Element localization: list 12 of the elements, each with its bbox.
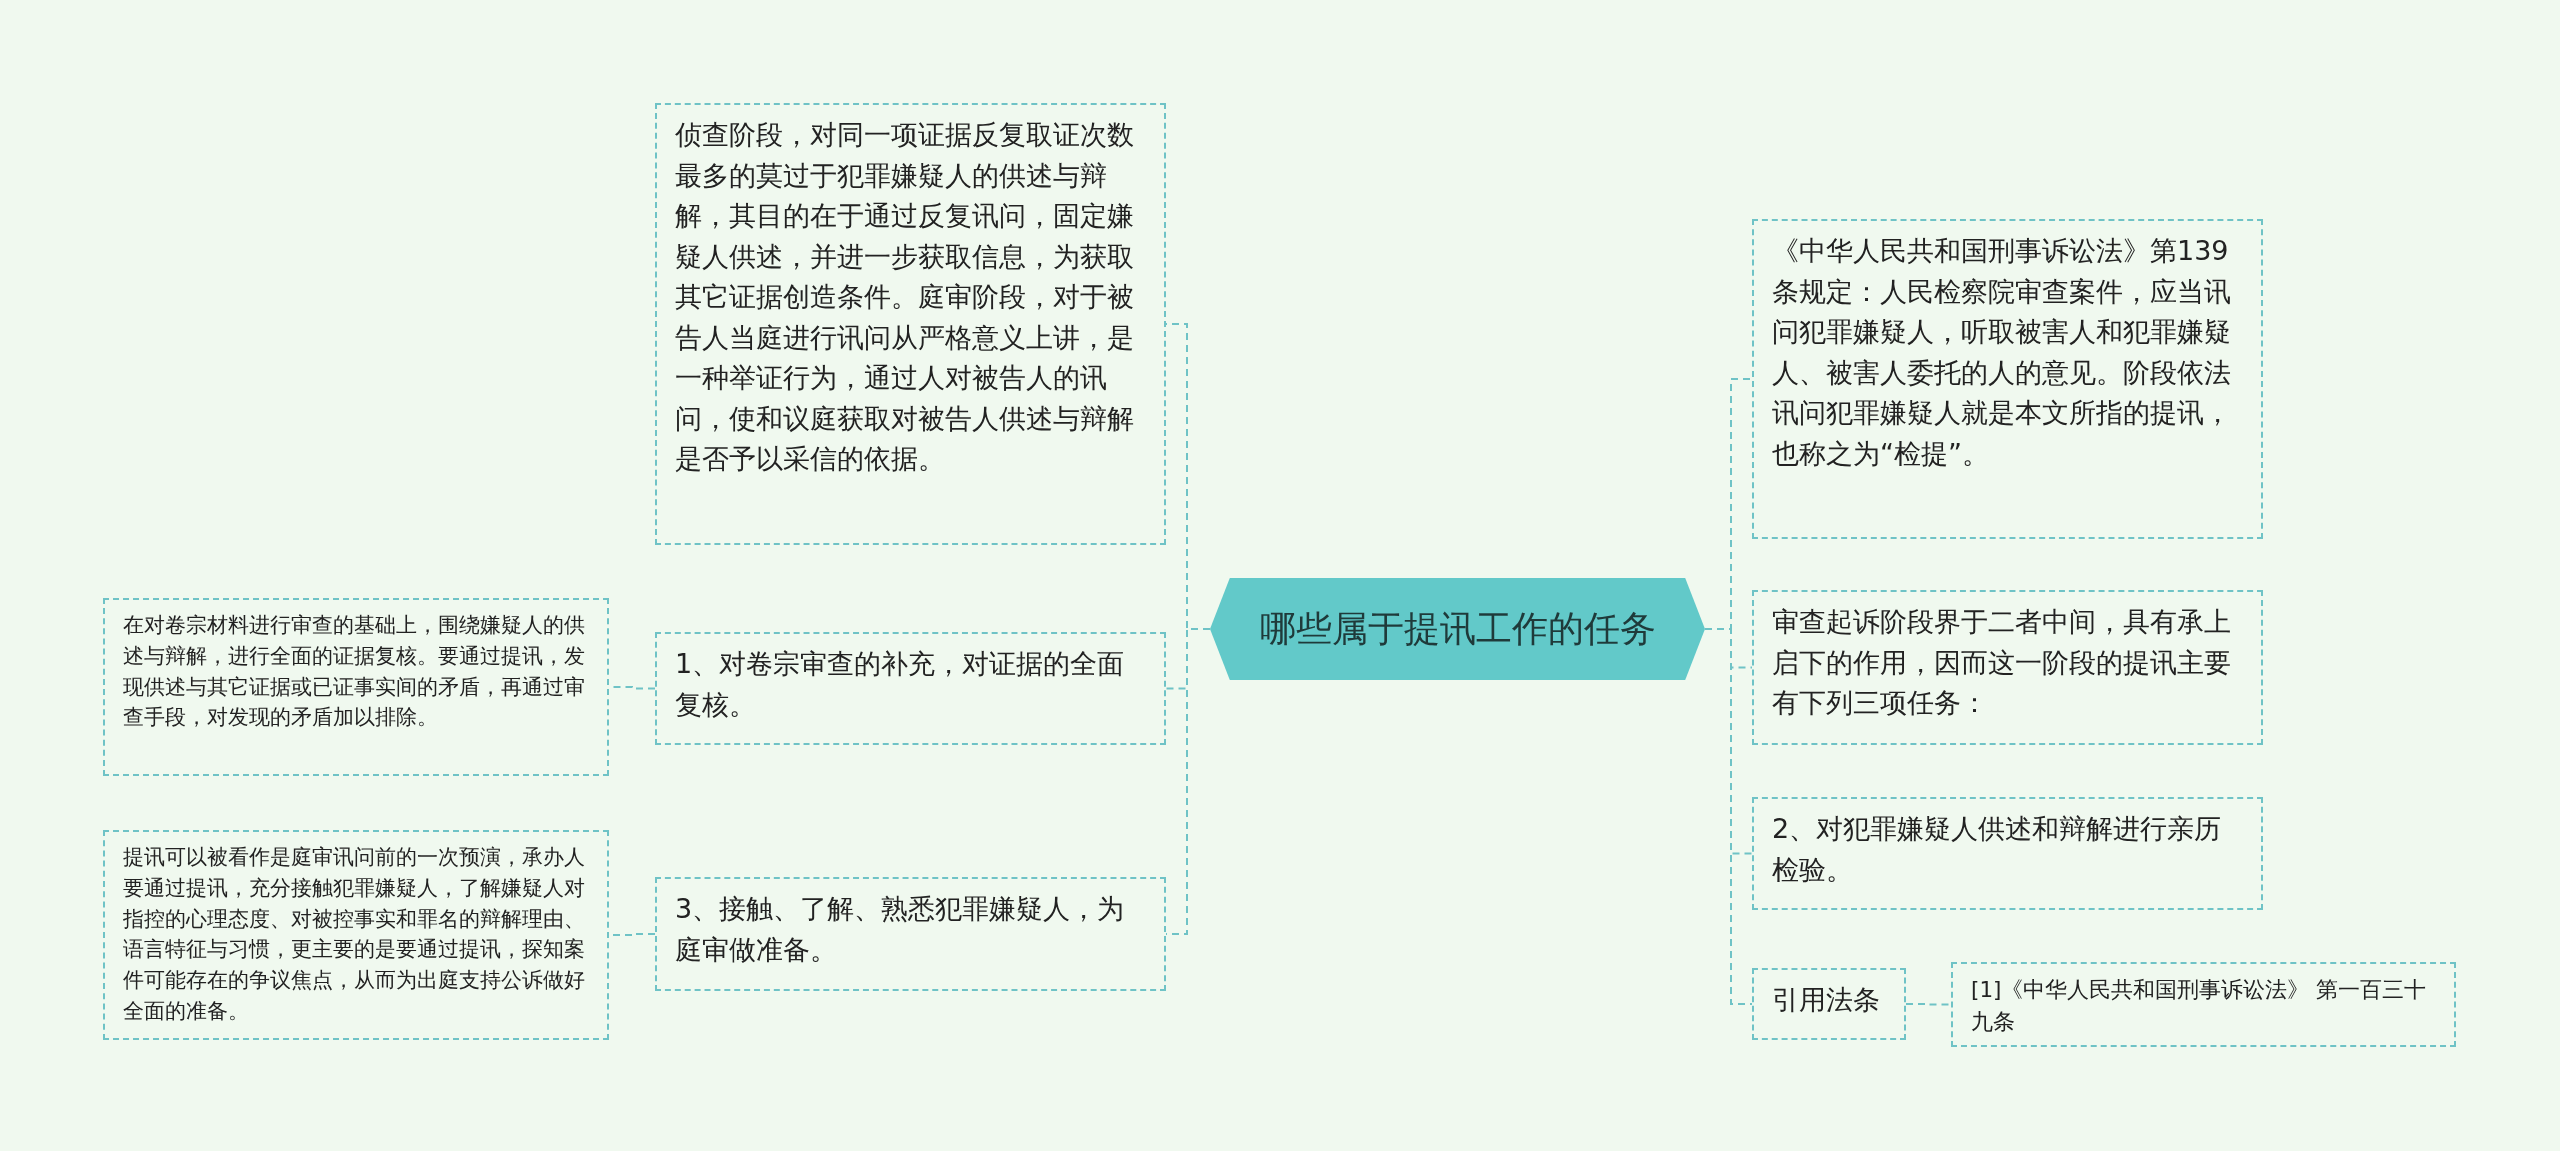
topic-box: 引用法条 <box>1752 968 1906 1040</box>
connector-line <box>1905 1003 1952 1006</box>
topic-box: 3、接触、了解、熟悉犯罪嫌疑人，为庭审做准备。 <box>655 877 1166 991</box>
text-box: 在对卷宗材料进行审查的基础上，围绕嫌疑人的供述与辩解，进行全面的证据复核。要通过提讯，发现供述与其它证据或已证事实间的矛盾，再通过审查手段，对发现的矛盾加以排除。 <box>103 598 609 776</box>
text-box: 提讯可以被看作是庭审讯问前的一次预演，承办人要通过提讯，充分接触犯罪嫌疑人，了解嫌疑人对指控的心理态度、对被控事实和罪名的辩解理由、语言特征与习惯，更主要的是要通过提讯，探知案件可能存在的争议焦点，从而为出庭支持公诉做好全面的准备。 <box>103 830 609 1040</box>
text-box: 审查起诉阶段界于二者中间，具有承上启下的作用，因而这一阶段的提讯主要有下列三项任务： <box>1752 590 2263 745</box>
connector-line <box>1165 628 1211 935</box>
topic-box: 2、对犯罪嫌疑人供述和辩解进行亲历检验。 <box>1752 797 2263 910</box>
text-box: 侦查阶段，对同一项证据反复取证次数最多的莫过于犯罪嫌疑人的供述与辩解，其目的在于通过反复讯问，固定嫌疑人供述，并进一步获取信息，为获取其它证据创造条件。庭审阶段，对于被告人当庭进行讯问从严格意义上讲，是一种举证行为，通过人对被告人的讯问，使和议庭获取对被告人供述与辩解是否予以采信的依据。 <box>655 103 1166 545</box>
text-box: 《中华人民共和国刑事诉讼法》第139条规定：人民检察院审查案件，应当讯问犯罪嫌疑人，听取被害人和犯罪嫌疑人、被害人委托的人的意见。阶段依法讯问犯罪嫌疑人就是本文所指的提讯，也称之为“检提”。 <box>1752 219 2263 539</box>
topic-box: 1、对卷宗审查的补充，对证据的全面复核。 <box>655 632 1166 745</box>
citation-box: [1]《中华人民共和国刑事诉讼法》 第一百三十九条 <box>1951 962 2456 1047</box>
